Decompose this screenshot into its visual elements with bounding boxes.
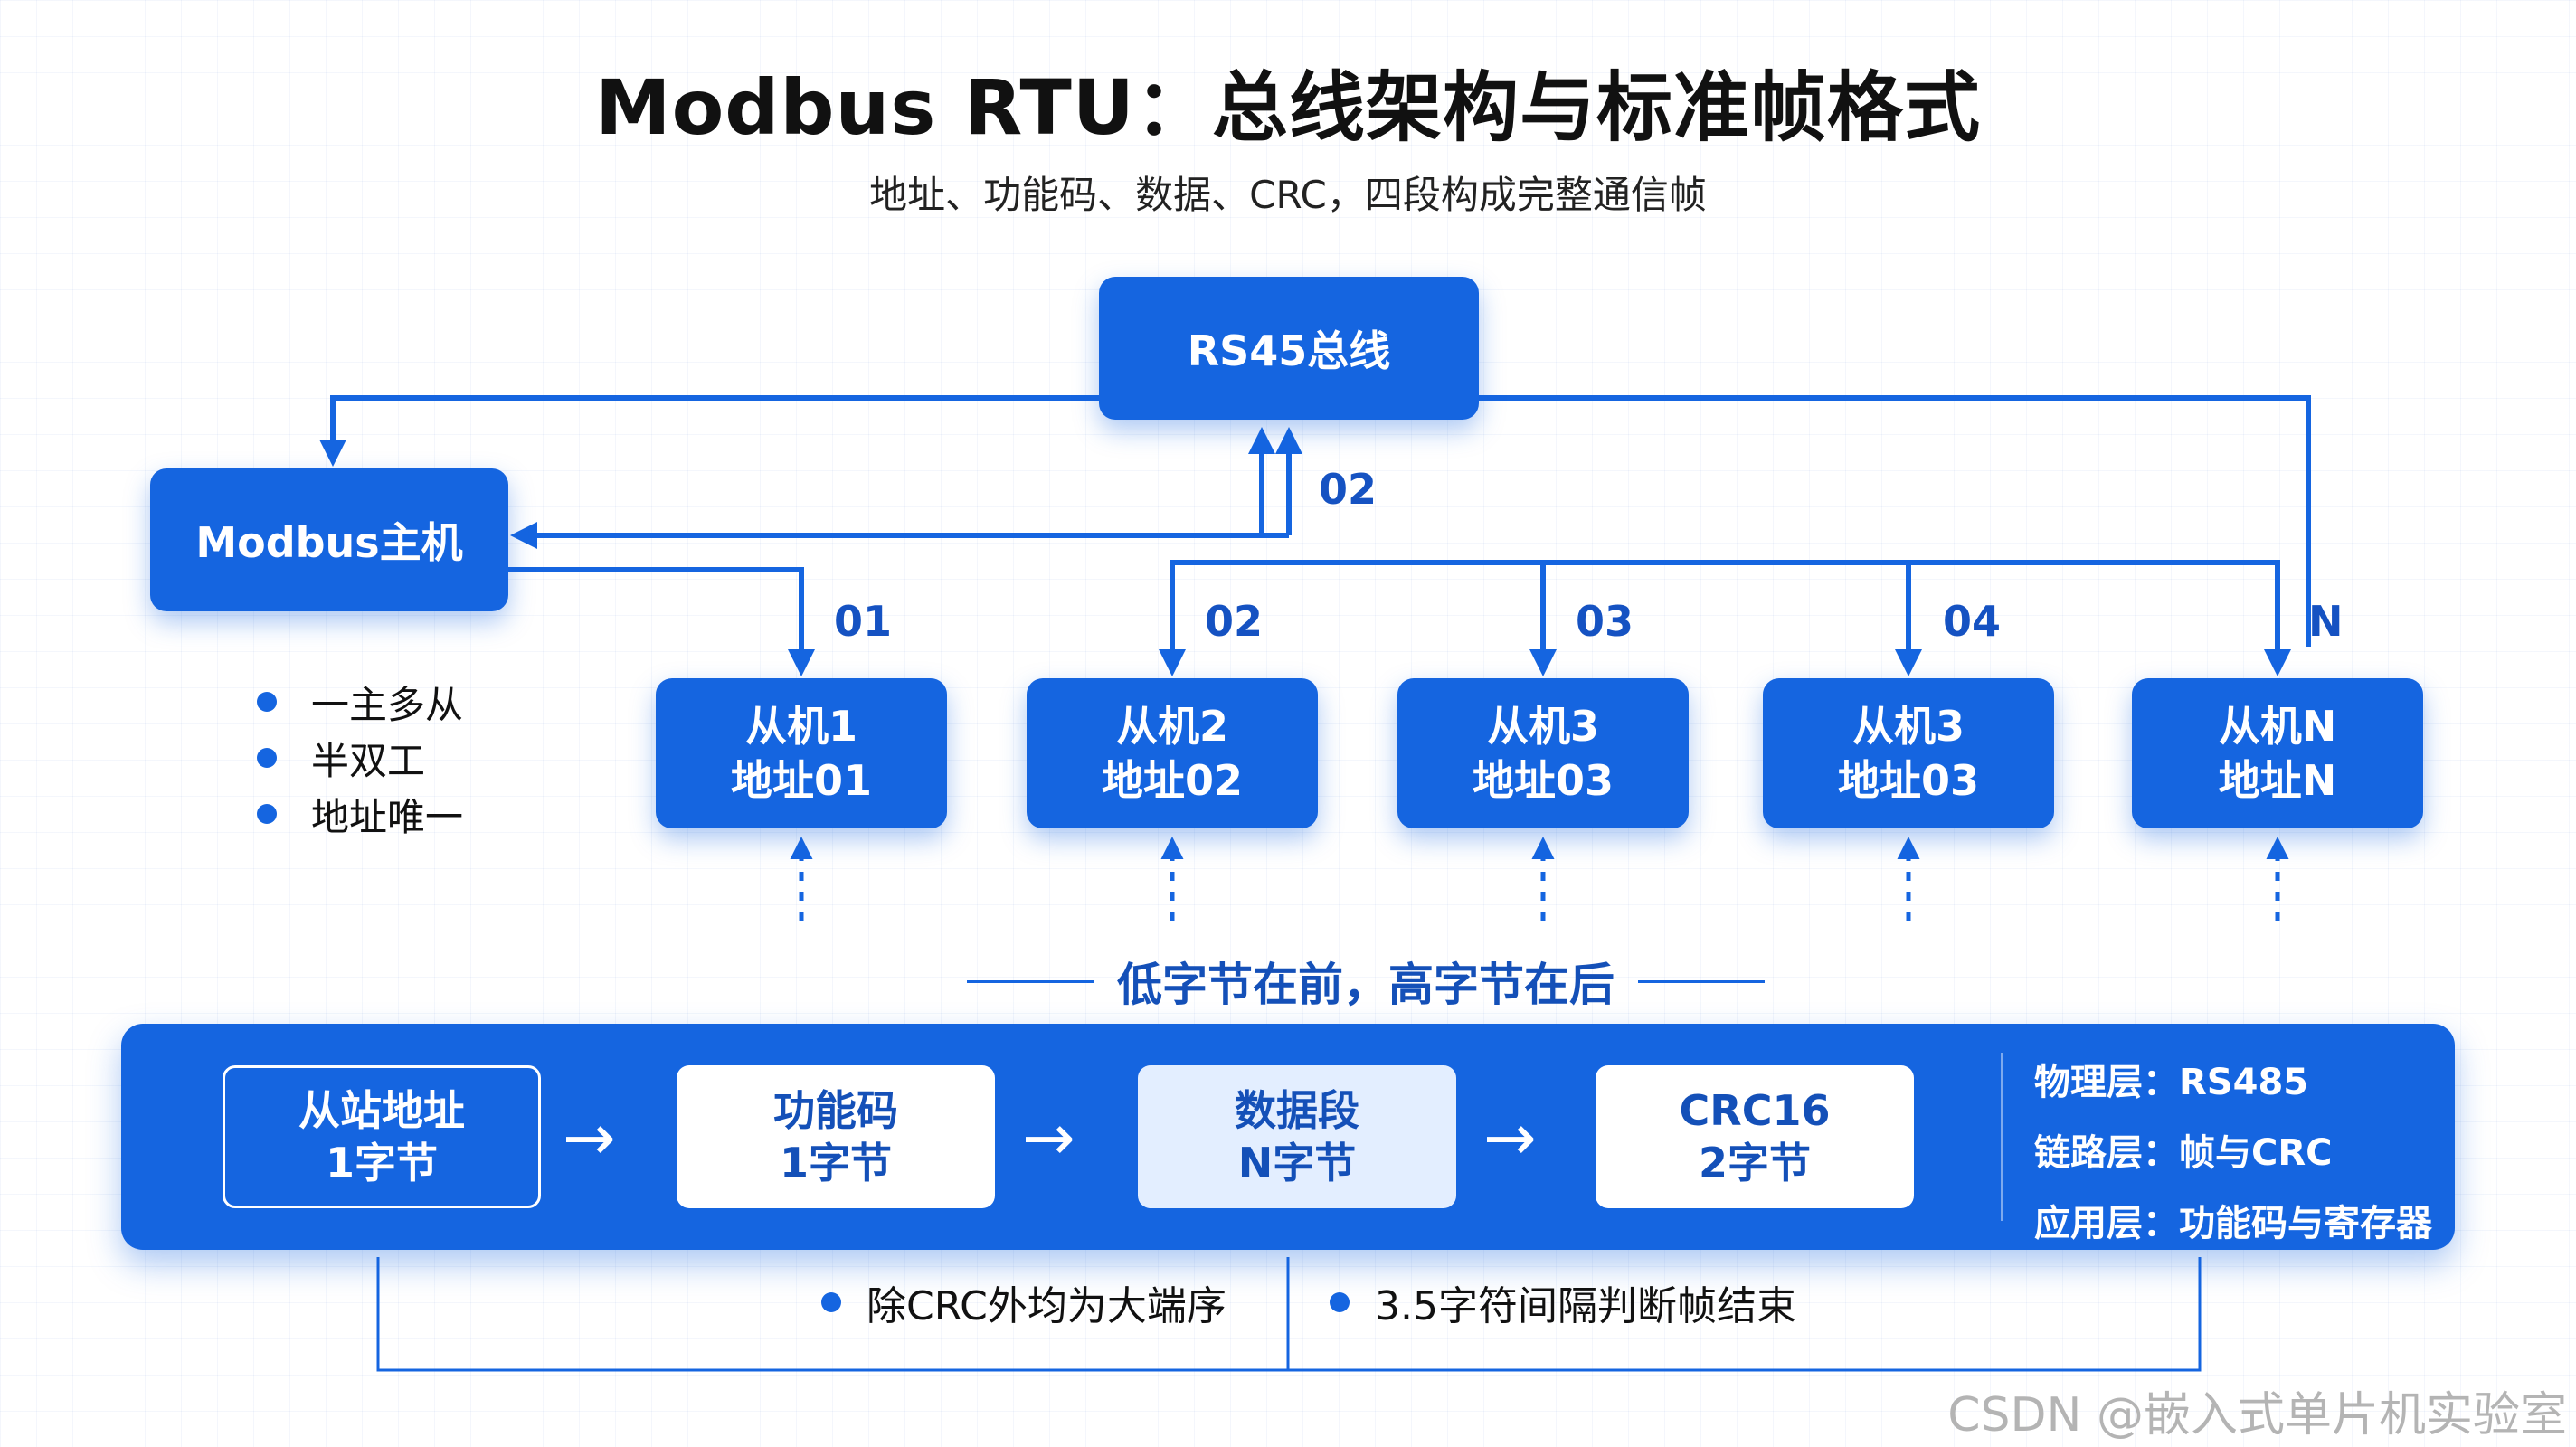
modbus-master-box: Modbus主机 bbox=[150, 468, 508, 611]
slave1-tag: 01 bbox=[834, 597, 893, 646]
slave-name: 从机3 bbox=[1852, 702, 1965, 751]
byte-order-text: 低字节在前，高字节在后 bbox=[1117, 959, 1615, 1011]
slaven-tag: N bbox=[2308, 597, 2344, 646]
slave4-tag: 04 bbox=[1943, 597, 2002, 646]
note-frame-end: 3.5字符间隔判断帧结束 bbox=[1330, 1271, 1796, 1334]
feature-list: 一主多从 半双工 地址唯一 bbox=[257, 674, 463, 842]
slave-name: 从机3 bbox=[1486, 702, 1599, 751]
slave-distribution-line bbox=[1170, 560, 2280, 671]
arrow-right-icon: → bbox=[563, 1101, 616, 1175]
slave-address: 地址03 bbox=[1837, 756, 1979, 805]
master-label: Modbus主机 bbox=[195, 518, 463, 567]
bullet-icon bbox=[821, 1292, 841, 1312]
bullet-icon bbox=[1330, 1292, 1350, 1312]
feature-item: 地址唯一 bbox=[257, 786, 463, 842]
slave-address: 地址02 bbox=[1101, 756, 1243, 805]
arrow-right-icon: → bbox=[1483, 1101, 1537, 1175]
slave-name: 从机N bbox=[2218, 702, 2337, 751]
bus-to-slave-n-line bbox=[1479, 395, 2311, 647]
layer-physical: 物理层：RS485 bbox=[2034, 1062, 2309, 1103]
panel-separator bbox=[2001, 1053, 2003, 1221]
bullet-icon bbox=[257, 804, 277, 824]
bus-label: RS45总线 bbox=[1187, 326, 1391, 375]
arrow-right-icon: → bbox=[1022, 1101, 1075, 1175]
byte-order-heading: 低字节在前，高字节在后 bbox=[959, 950, 1773, 1013]
rs485-bus-box: RS45总线 bbox=[1099, 277, 1479, 420]
slave-box-2: 从机2 地址02 bbox=[1027, 678, 1318, 828]
slave-address: 地址03 bbox=[1472, 756, 1614, 805]
bullet-icon bbox=[257, 692, 277, 712]
page-subtitle: 地址、功能码、数据、CRC，四段构成完整通信帧 bbox=[869, 173, 1707, 217]
slave3-tag: 03 bbox=[1576, 597, 1634, 646]
slave-box-4: 从机3 地址03 bbox=[1763, 678, 2054, 828]
divider-line bbox=[1638, 979, 1765, 983]
watermark: CSDN @嵌入式单片机实验室 bbox=[1947, 1388, 2567, 1442]
feature-item: 半双工 bbox=[257, 730, 463, 786]
slave-box-1: 从机1 地址01 bbox=[656, 678, 947, 828]
upstream-address-label: 02 bbox=[1319, 465, 1378, 514]
slave-address: 地址N bbox=[2218, 756, 2337, 805]
bus-to-master-line bbox=[319, 395, 1099, 467]
slave-box-3: 从机3 地址03 bbox=[1397, 678, 1689, 828]
note-big-endian: 除CRC外均为大端序 bbox=[821, 1271, 1226, 1334]
layer-application: 应用层：功能码与寄存器 bbox=[2034, 1203, 2432, 1244]
page-title: Modbus RTU：总线架构与标准帧格式 bbox=[594, 63, 1982, 152]
slave-box-n: 从机N 地址N bbox=[2132, 678, 2423, 828]
master-to-slave1-line bbox=[508, 567, 815, 676]
layer-link: 链路层：帧与CRC bbox=[2034, 1132, 2333, 1174]
protocol-layers: 物理层：RS485 链路层：帧与CRC 应用层：功能码与寄存器 bbox=[2034, 1044, 2432, 1255]
divider-line bbox=[967, 979, 1094, 983]
slave-address: 地址01 bbox=[730, 756, 872, 805]
slave-name: 从机1 bbox=[744, 702, 857, 751]
slave2-tag: 02 bbox=[1205, 597, 1264, 646]
bullet-icon bbox=[257, 748, 277, 768]
feature-item: 一主多从 bbox=[257, 674, 463, 730]
slave-name: 从机2 bbox=[1115, 702, 1228, 751]
